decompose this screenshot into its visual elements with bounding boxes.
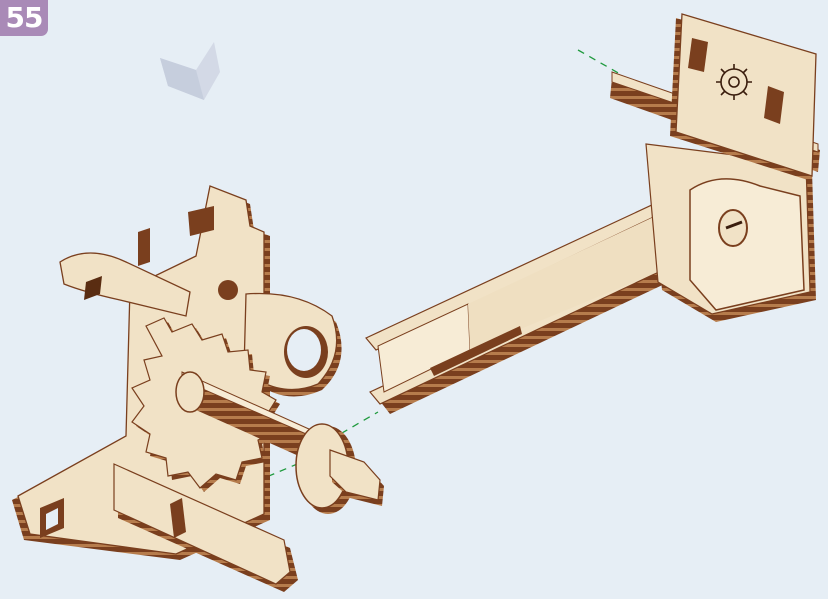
chevron-down-icon xyxy=(160,42,220,100)
lever-arm xyxy=(366,204,690,414)
